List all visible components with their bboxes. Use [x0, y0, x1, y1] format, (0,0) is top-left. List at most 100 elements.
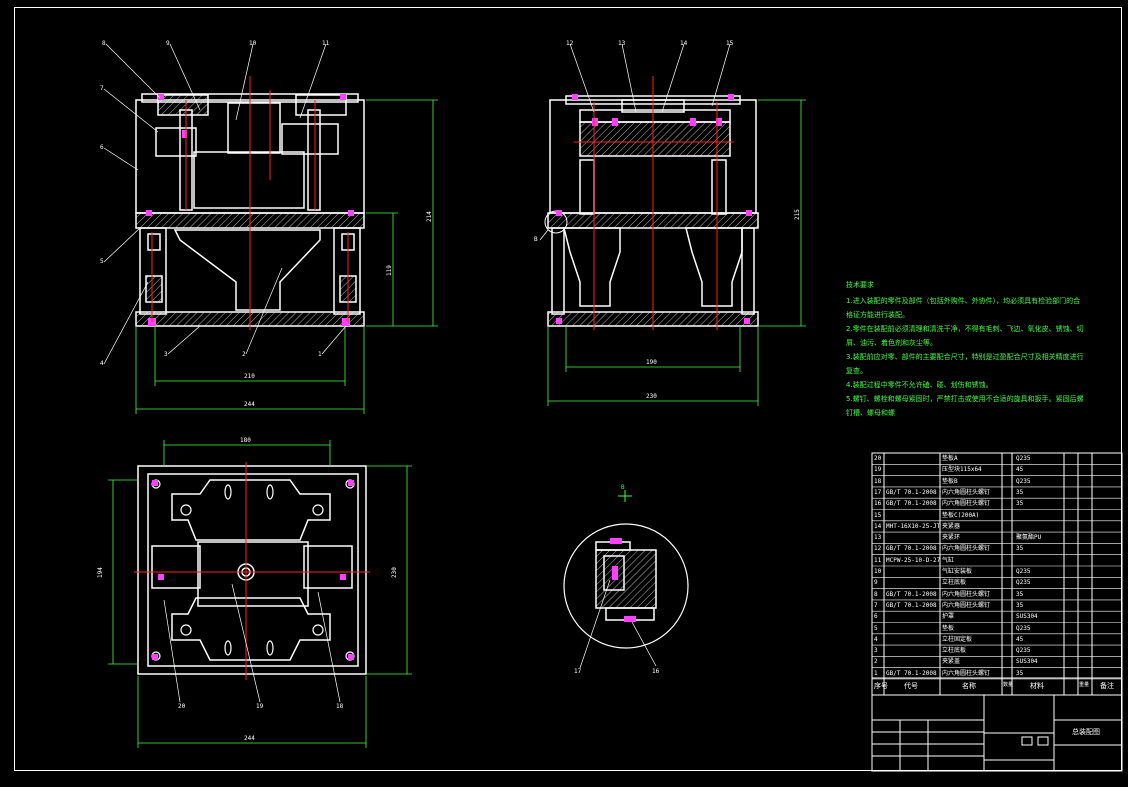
bom-cell-code: GB/T 70.1-2008	[886, 488, 937, 496]
bom-cell-no: 9	[874, 579, 878, 587]
balloon-5: 5	[100, 258, 104, 265]
balloon-4: 4	[100, 360, 104, 367]
balloon-13: 13	[618, 40, 626, 47]
bom-cell-name: 夹紧环	[942, 534, 961, 542]
bom-cell-mat: 35	[1016, 500, 1024, 508]
bom-cell-mat: Q235	[1016, 477, 1031, 485]
bom-cell-mat: 35	[1016, 601, 1024, 609]
tr-line: 复查。	[846, 367, 867, 375]
tr-line: 屑、油污、着色剂和灰尘等。	[846, 339, 937, 347]
top-view	[137, 465, 367, 675]
balloon-15: 15	[726, 40, 734, 47]
bom-cell-mat: 35	[1016, 545, 1024, 553]
detail-b	[563, 523, 689, 649]
tr-line: 2.零件在装配前必须清理和清洗干净，不得有毛刺、飞边、氧化皮、锈蚀、切	[846, 325, 1084, 333]
detail-leaders	[579, 579, 657, 669]
bom-cell-name: 立柱底板	[942, 579, 967, 587]
front-leaders	[103, 43, 347, 365]
dim-top-depth-inner: 194	[97, 567, 104, 578]
bom-cell-name: 内六角圆柱头螺钉	[942, 590, 991, 598]
bom-cell-name: 内六角圆柱头螺钉	[942, 669, 991, 677]
balloon-8: 8	[102, 40, 106, 47]
balloon-20: 20	[178, 703, 186, 710]
bom-cell-code: GB/T 70.1-2008	[886, 500, 937, 508]
bom-cell-no: 13	[874, 534, 882, 542]
bom-cell-mat: Q235	[1016, 455, 1031, 462]
bom-cell-no: 15	[874, 511, 882, 519]
section-marker	[618, 490, 632, 502]
dim-side-total-width: 230	[646, 393, 657, 400]
side-dimensions	[547, 99, 806, 406]
bom-cell-mat: SUS304	[1016, 658, 1038, 666]
balloon-14: 14	[680, 40, 688, 47]
detail-bolts	[610, 538, 636, 622]
bom-cell-no: 14	[874, 522, 882, 530]
bom-cell-no: 8	[874, 590, 878, 598]
balloon-16: 16	[652, 668, 660, 675]
bom-cell-name: 内六角圆柱头螺钉	[942, 601, 991, 609]
bom-cell-mat: 35	[1016, 669, 1024, 677]
dim-side-total-height: 215	[794, 209, 801, 220]
front-centerlines	[151, 76, 349, 330]
bom-row: 8 GB/T 70.1-2008 内六角圆柱头螺钉 35	[872, 589, 1122, 600]
balloon-19: 19	[256, 703, 264, 710]
front-clamp-left	[155, 127, 197, 157]
bom-cell-no: 4	[874, 635, 878, 643]
balloon-18: 18	[336, 703, 344, 710]
tr-line: 格证方能进行装配。	[846, 311, 909, 319]
bom-cell-code: GB/T 70.1-2008	[886, 590, 937, 598]
bom-cell-name: 内六角圆柱头螺钉	[942, 488, 991, 496]
balloon-6: 6	[100, 144, 104, 151]
bom-cell-code: MCPW-25-10-D-275	[886, 556, 940, 564]
bom-cell-name: 立柱底板	[942, 647, 967, 655]
top-upper-clamp	[171, 479, 331, 541]
bom-cell-no: 18	[874, 477, 882, 485]
bom-header-weight: 重量	[1079, 682, 1090, 688]
balloon-B: B	[534, 236, 538, 243]
balloon-1: 1	[318, 351, 322, 358]
top-dimensions	[108, 440, 412, 748]
top-centerlines	[134, 462, 370, 680]
bom-cell-mat: 35	[1016, 590, 1024, 598]
dim-front-lower-height: 119	[386, 265, 393, 276]
top-bolts	[152, 480, 354, 660]
bom-cell-no: 6	[874, 613, 878, 621]
bom-cell-name: 立柱固定板	[942, 635, 973, 643]
bom-cell-no: 7	[874, 601, 878, 609]
dim-top-depth-outer: 230	[391, 567, 398, 578]
bom-cell-no: 17	[874, 488, 882, 496]
bom-cell-no: 10	[874, 568, 882, 575]
side-centerlines	[574, 76, 734, 330]
bom-header-code: 代号	[904, 682, 918, 690]
balloon-10: 10	[249, 40, 257, 47]
balloon-7: 7	[100, 85, 104, 92]
bom-cell-name: 内六角圆柱头螺钉	[942, 500, 991, 508]
drawing-name: 总装配图	[1072, 728, 1100, 736]
bom-cell-name: 垫板A	[942, 455, 958, 462]
bom-header-name: 名称	[962, 682, 976, 690]
tr-line: 5.螺钉、螺栓和螺母紧固时，严禁打击或使用不合适的旋具和扳手。紧固后螺	[846, 395, 1084, 403]
drawing-frame	[14, 7, 1122, 771]
bom-cell-name: 内六角圆柱头螺钉	[942, 545, 991, 553]
technical-requirements-heading: 技术要求	[846, 281, 874, 289]
dim-top-width-top: 180	[240, 437, 251, 444]
tr-line: 4.装配过程中零件不允许磕、碰、划伤和锈蚀。	[846, 381, 993, 389]
bom-cell-name: 气缸	[942, 556, 955, 564]
bom-cell-no: 11	[874, 556, 882, 564]
top-center-block	[197, 541, 309, 607]
front-dimensions	[135, 99, 438, 414]
balloon-12: 12	[566, 40, 574, 47]
